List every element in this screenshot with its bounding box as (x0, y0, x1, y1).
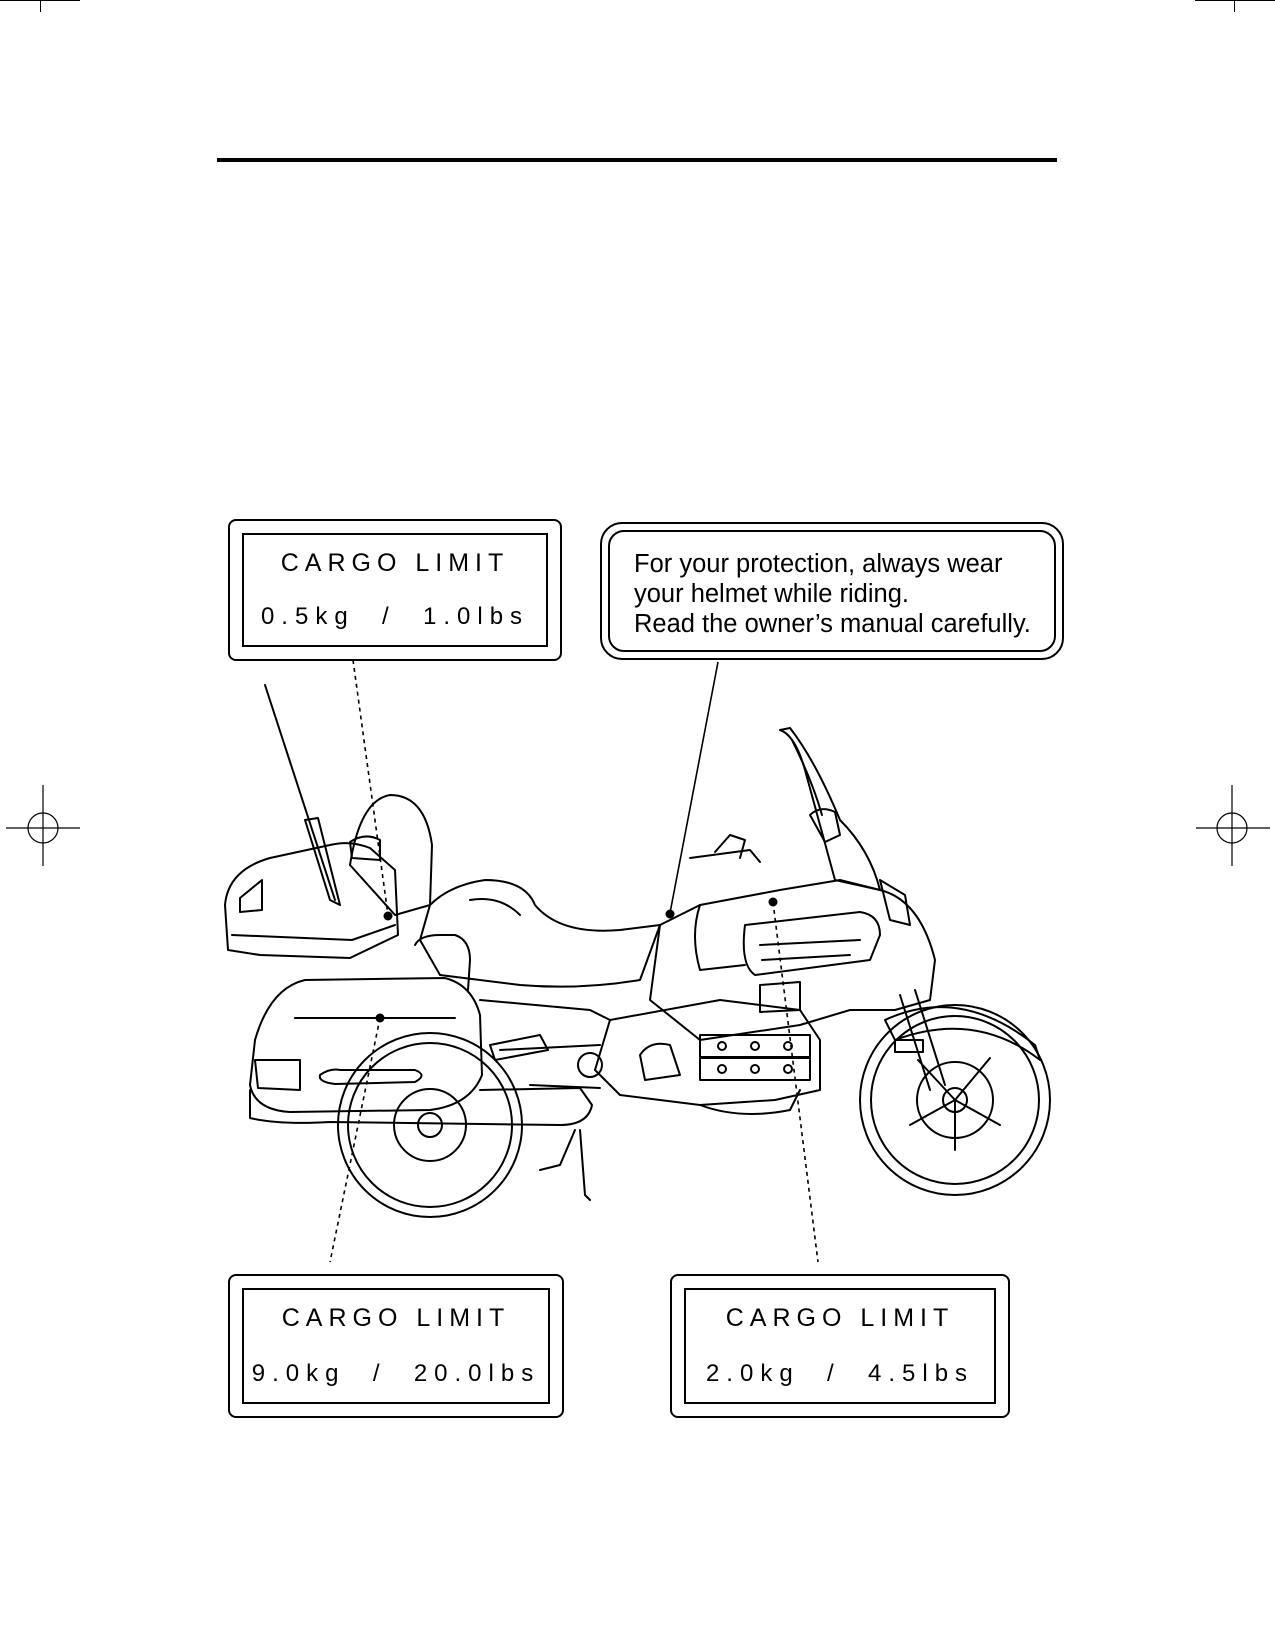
crop-mark-top-right (1195, 0, 1275, 1)
motorcycle-icon (224, 684, 1051, 1218)
attachment-points (375, 897, 778, 1023)
helmet-warning-line-3: Read the owner’s manual carefully. (634, 610, 1031, 638)
helmet-warning-line-1: For your protection, always wear (634, 550, 1003, 578)
cargo-label-title: CARGO LIMIT (725, 1304, 955, 1332)
cargo-label-fairing: CARGO LIMIT 2.0kg / 4.5lbs (670, 1274, 1010, 1418)
registration-mark-right-icon (1196, 785, 1270, 866)
cargo-label-rear-top: CARGO LIMIT 0.5kg / 1.0lbs (228, 519, 562, 661)
cargo-label-frame: CARGO LIMIT 2.0kg / 4.5lbs (684, 1288, 996, 1404)
cargo-label-frame: CARGO LIMIT 9.0kg / 20.0lbs (242, 1288, 550, 1404)
cargo-label-frame: CARGO LIMIT 0.5kg / 1.0lbs (242, 533, 548, 647)
crop-mark-right-top (1234, 0, 1235, 12)
helmet-warning-label: For your protection, always wear your he… (600, 522, 1064, 660)
cargo-label-title: CARGO LIMIT (280, 549, 510, 577)
cargo-label-value: 9.0kg / 20.0lbs (251, 1360, 541, 1387)
header-rule (217, 158, 1057, 162)
leader-lines (329, 659, 819, 1263)
cargo-label-value: 0.5kg / 1.0lbs (260, 603, 530, 630)
cargo-label-title: CARGO LIMIT (281, 1304, 511, 1332)
crop-mark-left-top (40, 0, 41, 12)
helmet-warning-line-2: your helmet while riding. (634, 580, 909, 608)
cargo-label-saddlebag: CARGO LIMIT 9.0kg / 20.0lbs (228, 1274, 564, 1418)
cargo-label-value: 2.0kg / 4.5lbs (705, 1360, 975, 1387)
helmet-warning-frame: For your protection, always wear your he… (608, 530, 1056, 652)
registration-mark-left-icon (6, 785, 80, 866)
